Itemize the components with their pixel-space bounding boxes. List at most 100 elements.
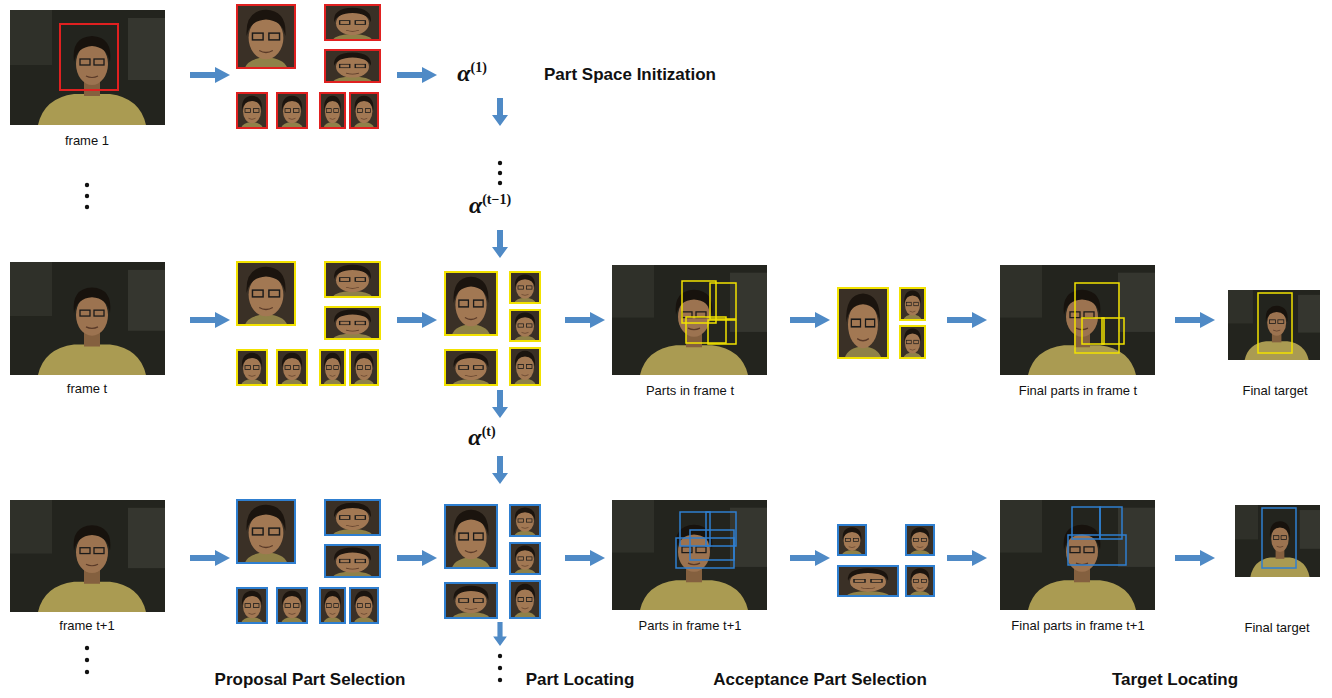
illustration-use [493, 622, 507, 646]
illustration-rect [1068, 535, 1126, 565]
image-caption: Final target [1242, 384, 1307, 399]
illustration-rect [60, 24, 118, 90]
frame-caption: frame t+1 [59, 619, 114, 634]
illustration-use [237, 500, 380, 623]
illustration-g [682, 281, 736, 344]
illustration-use [397, 550, 437, 566]
illustration-use [790, 550, 830, 566]
frame-caption: frame 1 [65, 134, 109, 149]
illustration-rect [838, 525, 866, 555]
illustration-rect [1258, 293, 1292, 353]
illustration-use [947, 312, 987, 328]
image-caption: Final target [1244, 621, 1309, 636]
illustration-rect [1262, 508, 1296, 568]
stage-heading: Acceptance Part Selection [713, 670, 927, 690]
illustration-use [445, 272, 540, 385]
illustration-circle [85, 205, 89, 209]
illustration-rect [906, 566, 934, 596]
illustration-use [1175, 550, 1215, 566]
stage-heading: Target Locating [1112, 670, 1238, 690]
illustration-use [445, 505, 540, 618]
illustration-g [237, 500, 380, 623]
illustration-use [1228, 290, 1320, 360]
illustration-rect [708, 320, 736, 344]
illustration-use [565, 312, 605, 328]
stage-heading: Part Space Initization [544, 65, 716, 85]
illustration-use [1000, 265, 1155, 375]
illustration-rect [838, 288, 888, 358]
illustration-use [237, 5, 380, 128]
illustration-use [612, 500, 767, 610]
illustration-use [565, 550, 605, 566]
illustration-rect [686, 317, 726, 343]
illustration-circle [85, 658, 89, 662]
parameter-symbol: α(t) [468, 424, 495, 452]
image-caption: Final parts in frame t [1019, 384, 1138, 399]
illustration-g [1075, 283, 1124, 353]
illustration-rect [906, 525, 934, 555]
illustration-use [906, 525, 934, 555]
illustration-circle [498, 666, 502, 670]
illustration-rect [900, 326, 925, 358]
stage-heading: Proposal Part Selection [215, 670, 406, 690]
illustration-circle [498, 654, 502, 658]
illustration-use [838, 288, 888, 358]
illustration-rect [1082, 318, 1104, 344]
illustration-use [492, 98, 508, 126]
illustration-use [492, 230, 508, 258]
illustration-use [10, 262, 165, 375]
illustration-g [676, 512, 736, 568]
image-caption: Parts in frame t+1 [639, 619, 742, 634]
illustration-use [838, 525, 866, 555]
illustration-circle [498, 678, 502, 682]
illustration-circle [498, 181, 502, 185]
illustration-circle [498, 161, 502, 165]
illustration-rect [690, 530, 734, 560]
frame-caption: frame t [67, 382, 107, 397]
illustration-use [900, 288, 925, 320]
image-caption: Final parts in frame t+1 [1011, 619, 1144, 634]
frame-1-row [10, 5, 508, 128]
illustration-use [906, 566, 934, 596]
illustration-use [492, 390, 508, 418]
illustration-use [10, 10, 165, 125]
illustration-use [838, 566, 898, 596]
illustration-use [492, 456, 508, 484]
parameter-symbol: α(1) [457, 60, 487, 88]
illustration-g [237, 5, 380, 128]
illustration-rect [1102, 318, 1124, 344]
parameter-symbol: α(t−1) [469, 192, 511, 220]
illustration-circle [85, 183, 89, 187]
illustration-use [190, 550, 230, 566]
illustration-g [237, 262, 380, 385]
illustration-use [397, 67, 437, 83]
illustration-circle [85, 646, 89, 650]
illustration-use [1235, 505, 1320, 577]
illustration-use [190, 312, 230, 328]
illustration-rect [676, 538, 734, 568]
illustration-use [10, 500, 165, 612]
illustration-use [237, 262, 380, 385]
illustration-use [190, 67, 230, 83]
image-caption: Parts in frame t [646, 384, 734, 399]
illustration-g [1068, 507, 1126, 565]
illustration-circle [498, 171, 502, 175]
illustration-circle [85, 670, 89, 674]
illustration-rect [1072, 507, 1100, 539]
illustration-rect [706, 512, 736, 546]
illustration-rect [1100, 507, 1122, 539]
illustration-use [397, 312, 437, 328]
illustration-g [445, 272, 540, 385]
illustration-use [1000, 500, 1155, 610]
illustration-use [612, 265, 767, 375]
illustration-rect [900, 288, 925, 320]
illustration-rect [710, 283, 736, 319]
stage-heading: Part Locating [526, 670, 635, 690]
illustration-use [947, 550, 987, 566]
frame-t-row [10, 262, 1320, 385]
illustration-use [1175, 312, 1215, 328]
illustration-rect [838, 566, 898, 596]
illustration-g [445, 505, 540, 618]
